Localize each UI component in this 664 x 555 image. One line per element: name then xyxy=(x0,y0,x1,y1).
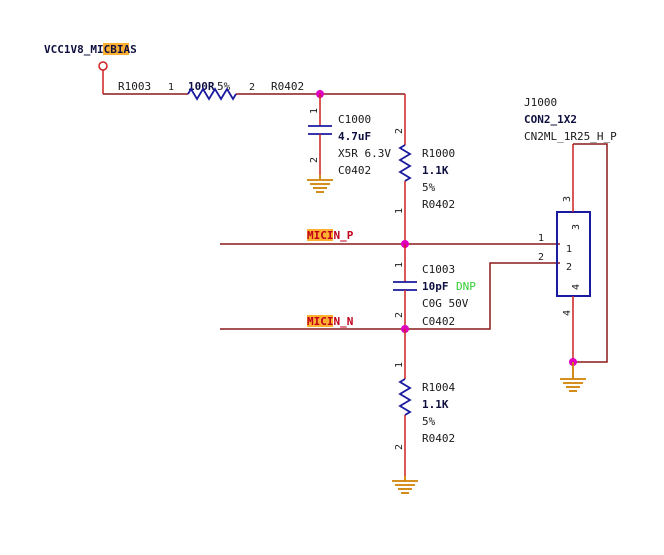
r1000-refdes: R1000 xyxy=(422,147,455,160)
r1003-pin2-number: 2 xyxy=(249,82,255,93)
c1000-package: C0402 xyxy=(338,164,371,177)
r1000-package: R0402 xyxy=(422,198,455,211)
r1003-value: 100R xyxy=(188,80,215,93)
j1000-inner-pin3: 3 xyxy=(571,224,582,230)
r1004-pin1-number: 1 xyxy=(394,362,405,368)
c1000-value: 4.7uF xyxy=(338,130,371,143)
j1000-pin1-number: 1 xyxy=(538,233,544,244)
power-net-label: VCC1V8_MICBIAS xyxy=(44,43,137,56)
c1003-package: C0402 xyxy=(422,315,455,328)
r1003-refdes: R1003 xyxy=(118,80,151,93)
resistor-r1000[interactable]: 2 1 R1000 1.1K 5% R0402 xyxy=(394,94,455,244)
resistor-r1004[interactable]: 1 2 R1004 1.1K 5% R0402 xyxy=(394,329,455,476)
c1003-pin2-number: 2 xyxy=(394,312,405,318)
r1003-pin1-number: 1 xyxy=(168,82,174,93)
micin-n-label: MICIN_N xyxy=(307,315,353,328)
j1000-shield-wire xyxy=(573,143,608,363)
c1000-refdes: C1000 xyxy=(338,113,371,126)
c1003-spec: C0G 50V xyxy=(422,297,469,310)
c1000-pin2-number: 2 xyxy=(309,157,320,163)
micin-n-wire xyxy=(220,262,560,330)
j1000-inner-pin2: 2 xyxy=(566,262,572,273)
r1003-package: R0402 xyxy=(271,80,304,93)
c1000-spec: X5R 6.3V xyxy=(338,147,391,160)
capacitor-c1003[interactable]: 1 2 C1003 10pF DNP C0G 50V C0402 xyxy=(393,244,476,329)
r1004-pin2-number: 2 xyxy=(394,444,405,450)
r1000-tolerance: 5% xyxy=(422,181,436,194)
ground-icon xyxy=(392,476,418,494)
r1004-package: R0402 xyxy=(422,432,455,445)
r1000-pin1-number: 1 xyxy=(394,208,405,214)
j1000-value: CON2_1X2 xyxy=(524,113,577,126)
r1000-value: 1.1K xyxy=(422,164,449,177)
r1000-resistor-zigzag-icon xyxy=(398,144,412,182)
net-highlight xyxy=(103,43,129,55)
net-highlight xyxy=(307,229,333,241)
j1000-inner-pin1: 1 xyxy=(566,244,572,255)
r1004-tolerance: 5% xyxy=(422,415,436,428)
r1004-resistor-zigzag-icon xyxy=(398,378,412,416)
power-symbol-vcc1v8-micbias[interactable]: VCC1V8_MICBIAS xyxy=(44,43,137,94)
capacitor-c1000[interactable]: 1 2 C1000 4.7uF X5R 6.3V C0402 xyxy=(308,94,391,177)
j1000-pin3-number: 3 xyxy=(562,196,573,202)
r1004-refdes: R1004 xyxy=(422,381,455,394)
micin-p-label: MICIN_P xyxy=(307,229,354,242)
r1003-resistor-zigzag-icon xyxy=(187,87,237,101)
c1003-dnp-marker: DNP xyxy=(456,280,476,293)
ground-icon xyxy=(560,362,586,392)
j1000-pin2-number: 2 xyxy=(538,252,544,263)
c1000-pin1-number: 1 xyxy=(309,108,320,114)
r1004-value: 1.1K xyxy=(422,398,449,411)
j1000-refdes: J1000 xyxy=(524,96,557,109)
net-highlight xyxy=(307,315,333,327)
j1000-pin4-number: 4 xyxy=(562,310,573,316)
net-micin-n[interactable]: MICIN_N xyxy=(220,262,560,330)
c1003-refdes: C1003 xyxy=(422,263,455,276)
r1000-pin2-number: 2 xyxy=(394,128,405,134)
resistor-r1003[interactable]: R1003 1 100R 5% 2 R0402 xyxy=(118,80,304,101)
connector-j1000[interactable]: J1000 CON2_1X2 CN2ML_1R25_H_P 1 2 3 4 1 … xyxy=(524,96,617,362)
power-port-icon xyxy=(98,61,108,71)
ground-icon xyxy=(307,175,333,193)
j1000-inner-pin4: 4 xyxy=(571,284,582,290)
c1003-pin1-number: 1 xyxy=(394,262,405,268)
c1003-value: 10pF xyxy=(422,280,449,293)
j1000-footprint: CN2ML_1R25_H_P xyxy=(524,130,617,143)
net-micin-p[interactable]: MICIN_P xyxy=(220,229,560,245)
